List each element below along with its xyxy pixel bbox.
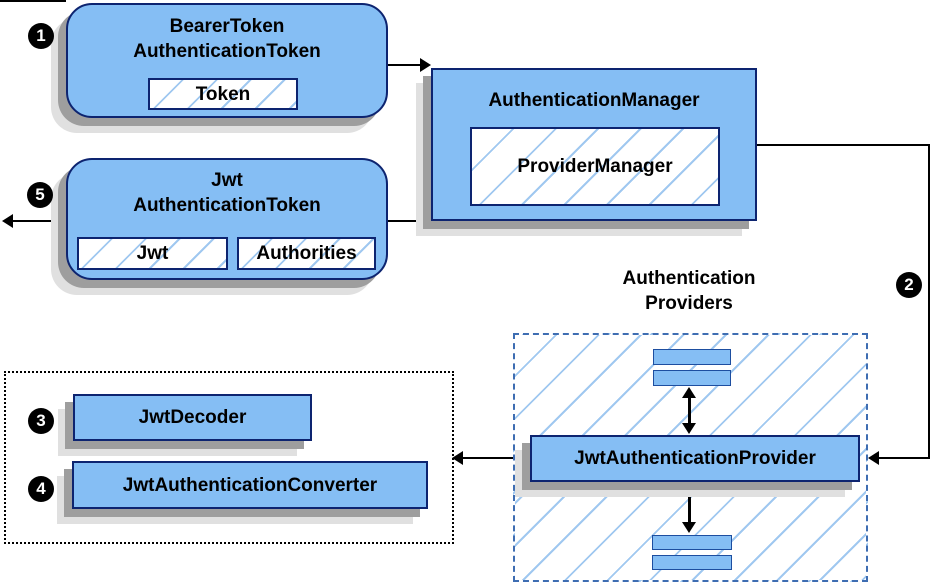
step-3-badge: 3 [28, 408, 54, 434]
node-title-line: AuthenticationToken [133, 41, 321, 62]
node-jwt-authentication-token: Jwt AuthenticationToken Jwt Authorities [66, 158, 388, 280]
authentication-providers-label: Authentication Providers [564, 266, 814, 316]
connector-step2-vertical [928, 144, 930, 459]
arrowhead-right-icon [420, 58, 431, 72]
chip-jwt: Jwt [77, 237, 228, 270]
arrowhead-up-icon [682, 486, 696, 497]
group-label-line: Authentication [622, 268, 756, 289]
arrowhead-left-icon [452, 451, 463, 465]
chip-label: Token [195, 83, 251, 105]
node-jwt-authentication-provider: JwtAuthenticationProvider [530, 435, 860, 482]
step-1-badge: 1 [28, 23, 54, 49]
provider-bar [652, 555, 732, 570]
chip-label: ProviderManager [517, 156, 673, 177]
arrowhead-down-icon [682, 522, 696, 533]
chip-authorities: Authorities [237, 237, 376, 270]
step-2-badge: 2 [896, 272, 922, 298]
chip-label: Jwt [136, 243, 169, 264]
arrowhead-left-icon [868, 451, 879, 465]
node-title-line: AuthenticationToken [133, 195, 321, 216]
chip-label: Authorities [256, 243, 357, 264]
connector-result-out [12, 220, 66, 222]
connector-providers-top [688, 396, 691, 426]
connector-provider-to-helpers [463, 457, 530, 459]
arrowhead-left-icon [2, 214, 13, 228]
provider-bar [653, 370, 731, 386]
step-5-badge: 5 [27, 182, 53, 208]
connector-providers-bottom [688, 495, 691, 525]
connector-manager-to-jwttoken [388, 220, 433, 222]
provider-bar [653, 349, 731, 365]
node-title: JwtAuthenticationConverter [122, 474, 378, 496]
group-label-line: Providers [645, 293, 733, 314]
chip-token: Token [148, 78, 298, 110]
chip-provider-manager: ProviderManager [470, 127, 720, 206]
node-jwt-authentication-converter: JwtAuthenticationConverter [72, 461, 428, 509]
connector-request-in [0, 0, 66, 2]
node-title-line: BearerToken [169, 16, 285, 37]
node-jwt-decoder: JwtDecoder [73, 394, 312, 441]
connector-step2-into-provider [879, 457, 930, 459]
connector-step2-horizontal [757, 144, 930, 146]
node-title: AuthenticationManager [488, 90, 700, 111]
node-authentication-manager: AuthenticationManager ProviderManager [431, 68, 757, 221]
arrowhead-down-icon [682, 423, 696, 434]
node-title-line: Jwt [211, 170, 243, 191]
step-4-badge: 4 [28, 476, 54, 502]
node-bearer-token-authentication-token: BearerToken AuthenticationToken Token [66, 3, 388, 118]
node-title: JwtAuthenticationProvider [574, 448, 816, 469]
helpers-group-box [4, 371, 454, 544]
connector-bearer-to-manager [388, 64, 422, 66]
arrowhead-up-icon [682, 387, 696, 398]
node-title: JwtDecoder [138, 407, 247, 428]
provider-bar [652, 535, 732, 550]
